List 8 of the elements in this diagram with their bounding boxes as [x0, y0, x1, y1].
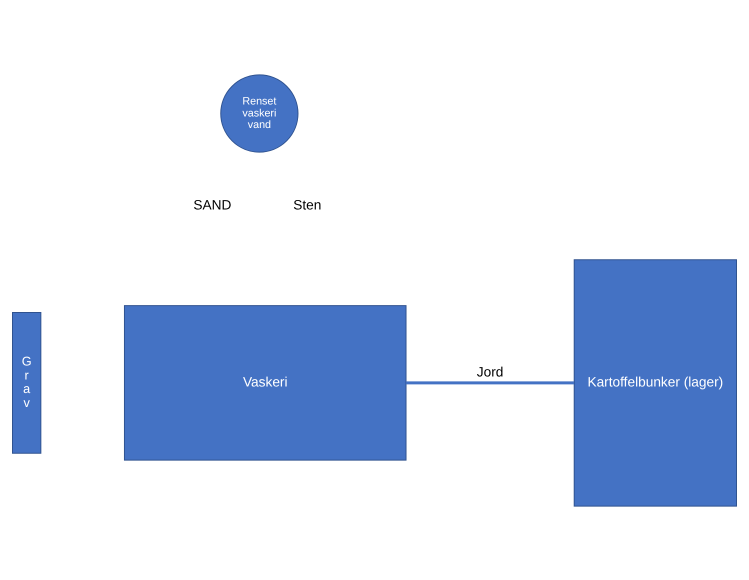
node-box: Kartoffelbunker (lager): [574, 258, 737, 506]
node-box: Grav: [12, 312, 42, 454]
node-box: Vaskeri: [124, 304, 407, 460]
label: Sten: [293, 197, 322, 212]
label: SAND: [193, 197, 232, 212]
connector: [406, 380, 574, 384]
edge-label: Jord: [476, 364, 504, 379]
node-circle: Renset vaskeri vand: [220, 74, 298, 152]
